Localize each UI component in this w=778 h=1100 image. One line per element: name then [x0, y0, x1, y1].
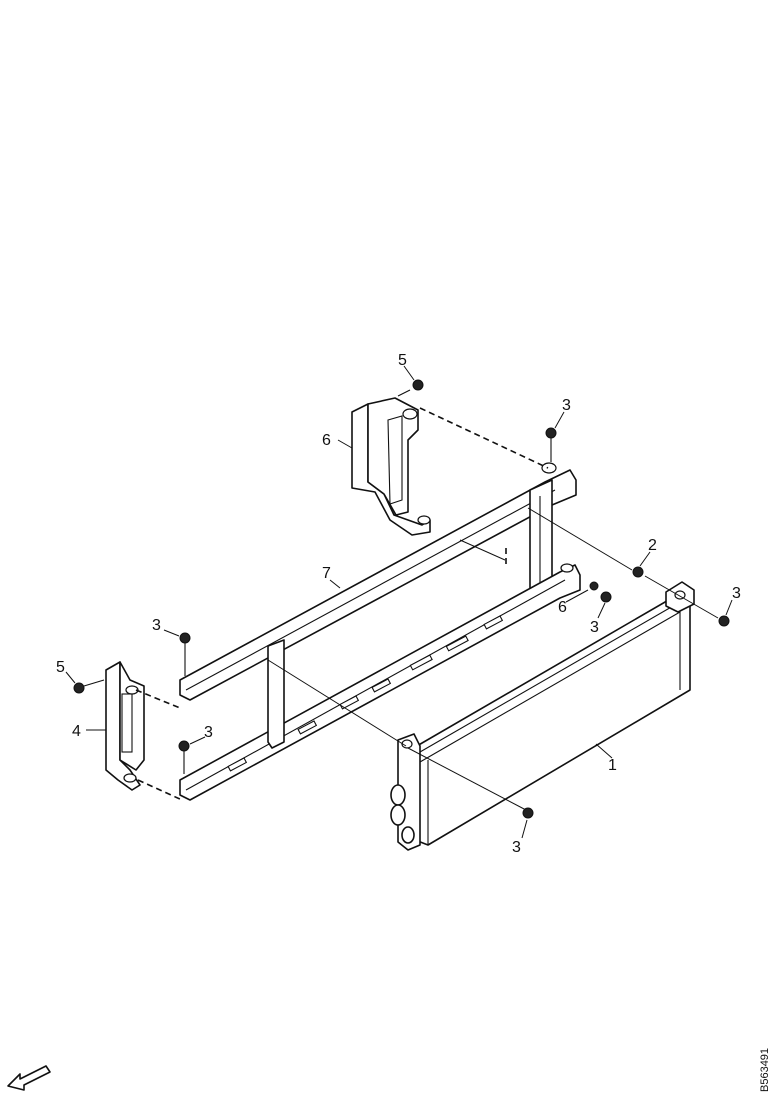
nut-3-bottom — [522, 807, 534, 819]
callout-3-right: 3 — [732, 585, 741, 602]
callout-3-left-top: 3 — [152, 617, 161, 634]
callout-6-mid: 6 — [558, 599, 567, 616]
callout-6-top: 6 — [322, 432, 331, 449]
front-direction-arrow-icon — [7, 1065, 51, 1091]
callout-leaders — [65, 365, 733, 839]
bolt-5-top — [397, 379, 424, 397]
callout-5-top: 5 — [398, 352, 407, 369]
washer-2 — [632, 566, 644, 578]
assembly-lines — [267, 507, 719, 811]
alignment-dashes — [135, 407, 549, 801]
callout-3-bottom: 3 — [512, 839, 521, 856]
callout-3-left-bottom: 3 — [204, 724, 213, 741]
rail-slots — [227, 615, 504, 772]
callout-3-mid: 3 — [590, 619, 599, 636]
callout-3-top: 3 — [562, 397, 571, 414]
radiator-cooler — [390, 581, 695, 851]
nut-3-mid — [600, 591, 612, 603]
bolt-5-left — [73, 679, 105, 694]
nut-3-top — [545, 427, 557, 462]
fasteners — [73, 379, 730, 819]
radiator-ports — [390, 784, 415, 844]
nut-3-right — [718, 615, 730, 627]
callouts: 5 3 6 2 7 3 6 3 3 5 4 3 1 3 — [56, 352, 741, 856]
reference-code: B563491 — [759, 1048, 771, 1092]
nut-3-left-bottom — [178, 740, 190, 774]
callout-5-left: 5 — [56, 659, 65, 676]
upper-bracket — [351, 397, 431, 536]
lower-rail — [179, 563, 581, 801]
callout-2: 2 — [648, 537, 657, 554]
washer-6-mid — [589, 581, 599, 591]
callout-7: 7 — [322, 565, 331, 582]
nut-3-left-top — [179, 632, 191, 676]
left-bracket — [105, 661, 145, 791]
callout-4: 4 — [72, 723, 81, 740]
callout-1: 1 — [608, 757, 617, 774]
